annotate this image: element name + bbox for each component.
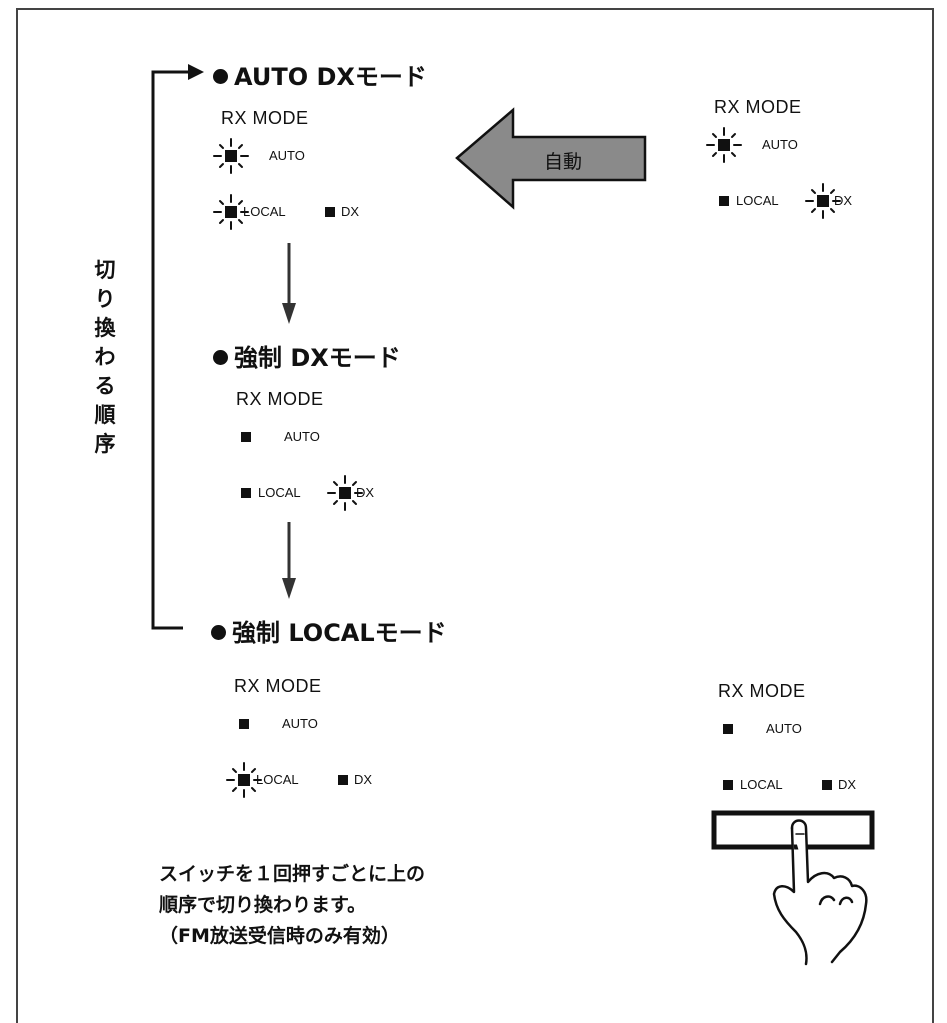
order-label-char: 換 [94, 316, 116, 340]
bullet-icon [213, 68, 228, 84]
dx-indicator-lit-icon [327, 475, 363, 511]
auto-indicator-lit-icon [213, 138, 249, 174]
order-label-char: 順 [94, 403, 116, 427]
local-indicator-icon [723, 780, 733, 790]
dx-indicator-label: DX [356, 485, 375, 500]
dx-indicator-lit-icon [805, 183, 841, 219]
auto-indicator-label: AUTO [282, 716, 318, 731]
down-arrow-2-head [282, 578, 296, 599]
footnote-line-3: （FM放送受信時のみ有効） [159, 925, 400, 947]
panel-title: RX MODE [714, 97, 802, 117]
dx-indicator-icon [325, 207, 335, 217]
auto-indicator-label: AUTO [284, 429, 320, 444]
order-label-char: り [94, 287, 116, 311]
diagram-frame [16, 8, 934, 1023]
order-vertical-label: 切り換わる順序 [93, 256, 117, 459]
auto-indicator-icon [239, 719, 249, 729]
panel-title: RX MODE [234, 676, 322, 696]
local-indicator-label: LOCAL [256, 772, 299, 787]
order-label-char: る [94, 374, 116, 398]
dx-indicator-label: DX [834, 193, 853, 208]
panel-title: RX MODE [236, 389, 324, 409]
auto-indicator-icon [241, 432, 251, 442]
dx-indicator-label: DX [354, 772, 373, 787]
order-label-char: 序 [94, 432, 116, 456]
auto-indicator-label: AUTO [762, 137, 798, 152]
mode-title-forced-local: 強制 LOCALモード [211, 613, 447, 648]
auto-indicator-label: AUTO [766, 721, 802, 736]
local-indicator-label: LOCAL [736, 193, 779, 208]
mode-title-auto-dx: AUTO DXモード [213, 57, 427, 92]
pressing-hand-icon [772, 819, 868, 966]
local-indicator-label: LOCAL [258, 485, 301, 500]
cycle-bracket-line [151, 70, 188, 630]
auto-indicator-icon [723, 724, 733, 734]
local-indicator-label: LOCAL [243, 204, 286, 219]
rx-mode-switch[interactable] [700, 800, 900, 980]
panel-title: RX MODE [718, 681, 806, 701]
local-indicator-lit-icon [226, 762, 262, 798]
dx-indicator-label: DX [838, 777, 857, 792]
local-indicator-lit-icon [213, 194, 249, 230]
order-label-char: 切 [94, 258, 116, 282]
panel-title: RX MODE [221, 108, 309, 128]
auto-transition-label: 自動 [544, 151, 583, 173]
footnote-line-1: スイッチを１回押すごとに上の [159, 863, 426, 885]
auto-indicator-label: AUTO [269, 148, 305, 163]
mode-title-forced-dx: 強制 DXモード [213, 338, 401, 373]
bullet-icon [211, 624, 226, 640]
local-indicator-label: LOCAL [740, 777, 783, 792]
down-arrow-1-head [282, 303, 296, 324]
footnote-line-2: 順序で切り換わります。 [159, 894, 367, 916]
bullet-icon [213, 349, 228, 365]
cycle-bracket-arrowhead [188, 64, 204, 80]
dx-indicator-icon [822, 780, 832, 790]
order-label-char: わ [94, 345, 116, 369]
local-indicator-icon [241, 488, 251, 498]
dx-indicator-label: DX [341, 204, 360, 219]
auto-indicator-lit-icon [706, 127, 742, 163]
local-indicator-icon [719, 196, 729, 206]
dx-indicator-icon [338, 775, 348, 785]
footnote: スイッチを１回押すごとに上の 順序で切り換わります。 （FM放送受信時のみ有効） [159, 859, 425, 952]
auto-transition-arrow [455, 107, 647, 210]
